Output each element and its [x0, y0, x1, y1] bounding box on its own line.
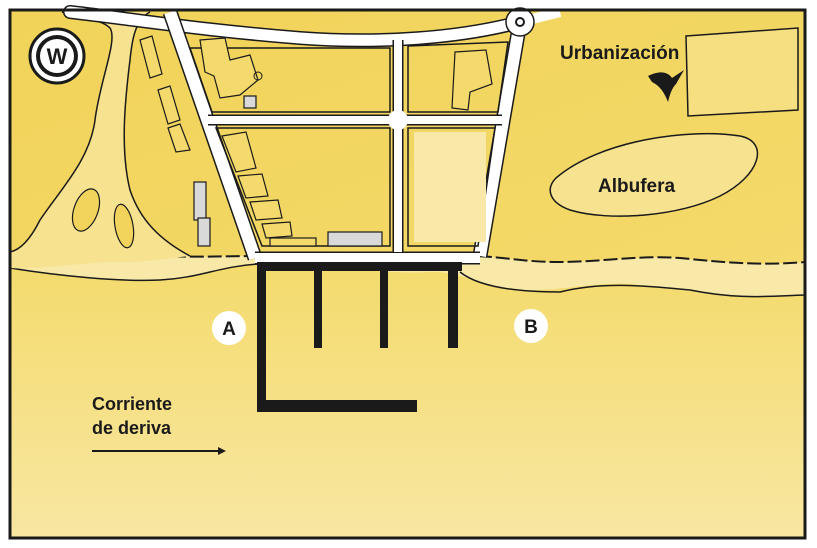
compass-letter: W: [47, 44, 68, 69]
breakwater-structure: [257, 262, 462, 412]
city-blocks: [188, 41, 509, 247]
albufera-lagoon: [549, 132, 759, 217]
map-frame: [8, 8, 807, 540]
grey-buildings: [193, 95, 383, 247]
building-cluster: [139, 35, 493, 247]
river-island: [71, 188, 101, 232]
current-label-line1: Corriente: [92, 394, 172, 414]
river-bank-east: [123, 11, 191, 257]
road-network: [63, 5, 562, 265]
urbanizacion-plot: [685, 27, 799, 117]
compass-rose-icon: [28, 27, 86, 85]
point-a-label: A: [222, 319, 236, 340]
point-b-marker: [514, 309, 548, 343]
river-island: [113, 203, 135, 249]
current-label-line2: de deriva: [92, 418, 172, 438]
albufera-label: Albufera: [598, 176, 676, 197]
urbanizacion-label: Urbanización: [560, 43, 679, 64]
beach-strip: [10, 252, 805, 297]
point-a-marker: [212, 311, 246, 345]
park-block: [414, 132, 486, 242]
river-bank-west: [9, 11, 113, 253]
river-estuary: [10, 12, 190, 269]
point-b-label: B: [524, 317, 538, 338]
seabird-icon: [648, 70, 684, 102]
plaza-marker: [253, 71, 263, 81]
arrow-right-icon: [92, 447, 226, 455]
shoreline-lower: [9, 263, 806, 298]
